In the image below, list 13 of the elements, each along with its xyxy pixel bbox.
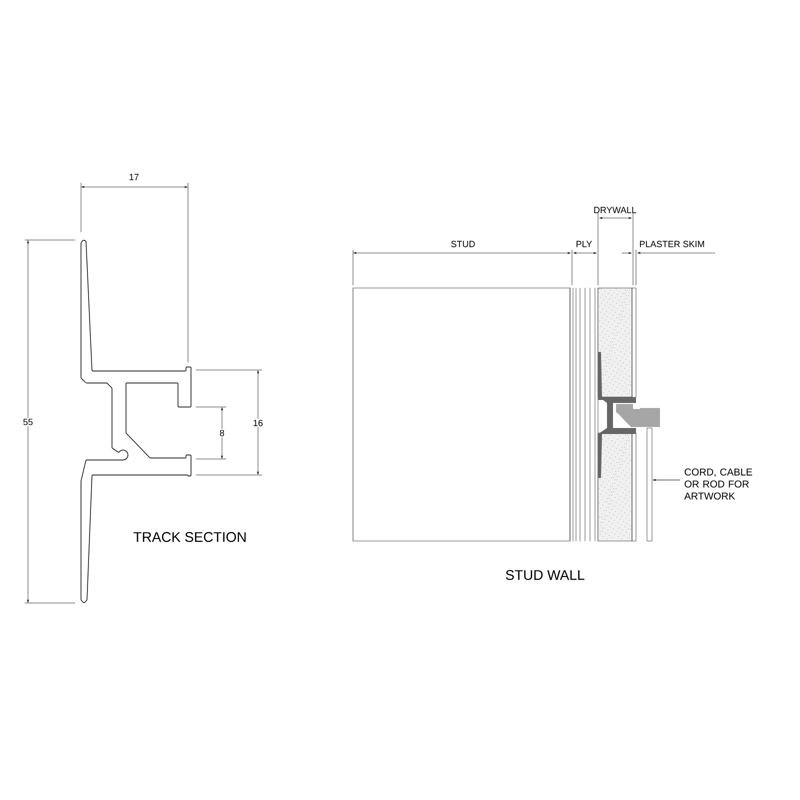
dimension-label: STUD bbox=[451, 240, 475, 248]
dimension-label: 55 bbox=[22, 418, 34, 426]
dimension-label: PLY bbox=[576, 240, 592, 248]
view-title: STUD WALL bbox=[506, 570, 584, 580]
dimension-label: 8 bbox=[218, 428, 226, 438]
dimension-label: DRYWALL bbox=[594, 206, 636, 214]
view-title: TRACK SECTION bbox=[134, 532, 246, 542]
leader-line bbox=[652, 479, 680, 481]
callout-text: CORD, CABLE OR ROD FOR ARTWORK bbox=[684, 468, 752, 500]
dimension-label: PLASTER SKIM bbox=[640, 240, 704, 248]
rod-drawing bbox=[646, 428, 652, 542]
dimension-label: 16 bbox=[252, 418, 264, 428]
dimension-label: 17 bbox=[130, 174, 139, 180]
